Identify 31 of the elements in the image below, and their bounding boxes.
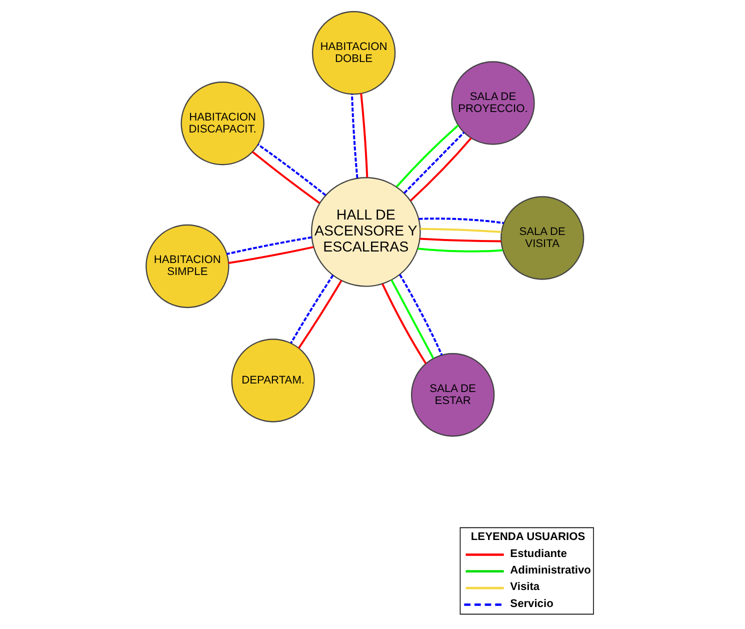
node-circle: SALA DE PROYECCIO. xyxy=(450,61,534,145)
legend-label: Adiministrativo xyxy=(510,564,590,576)
connector xyxy=(257,144,326,196)
connector xyxy=(420,228,501,233)
connector xyxy=(350,94,358,178)
connector xyxy=(418,218,504,224)
connector xyxy=(381,284,426,364)
connector xyxy=(403,132,464,194)
node-circle: HALL DE ASCENSORE Y ESCALERAS xyxy=(310,177,420,287)
node-circle: HABITACION SIMPLE xyxy=(145,224,229,308)
connector xyxy=(298,280,342,349)
connector xyxy=(226,236,312,255)
node-circle: HABITACION DOBLE xyxy=(311,11,396,95)
node-circle: HABITACION DISCAPACIT. xyxy=(180,82,264,166)
legend-label: Visita xyxy=(510,581,540,594)
connector xyxy=(360,93,368,178)
connector xyxy=(390,280,434,359)
connector xyxy=(419,238,501,242)
connector xyxy=(228,246,314,264)
node-circle: SALA DE VISITA xyxy=(500,196,584,280)
label: LEYENDA USUARIOS xyxy=(470,531,585,544)
node-circle: SALA DE ESTAR xyxy=(410,353,494,437)
connector xyxy=(398,274,442,356)
connector xyxy=(395,124,458,188)
legend-label: Servicio xyxy=(510,598,553,610)
node-circle: DEPARTAM. xyxy=(230,338,314,422)
connector xyxy=(290,274,334,344)
connector xyxy=(417,248,502,252)
connector xyxy=(410,138,472,202)
legend-label: Estudiante xyxy=(510,548,566,560)
connector xyxy=(251,151,320,204)
